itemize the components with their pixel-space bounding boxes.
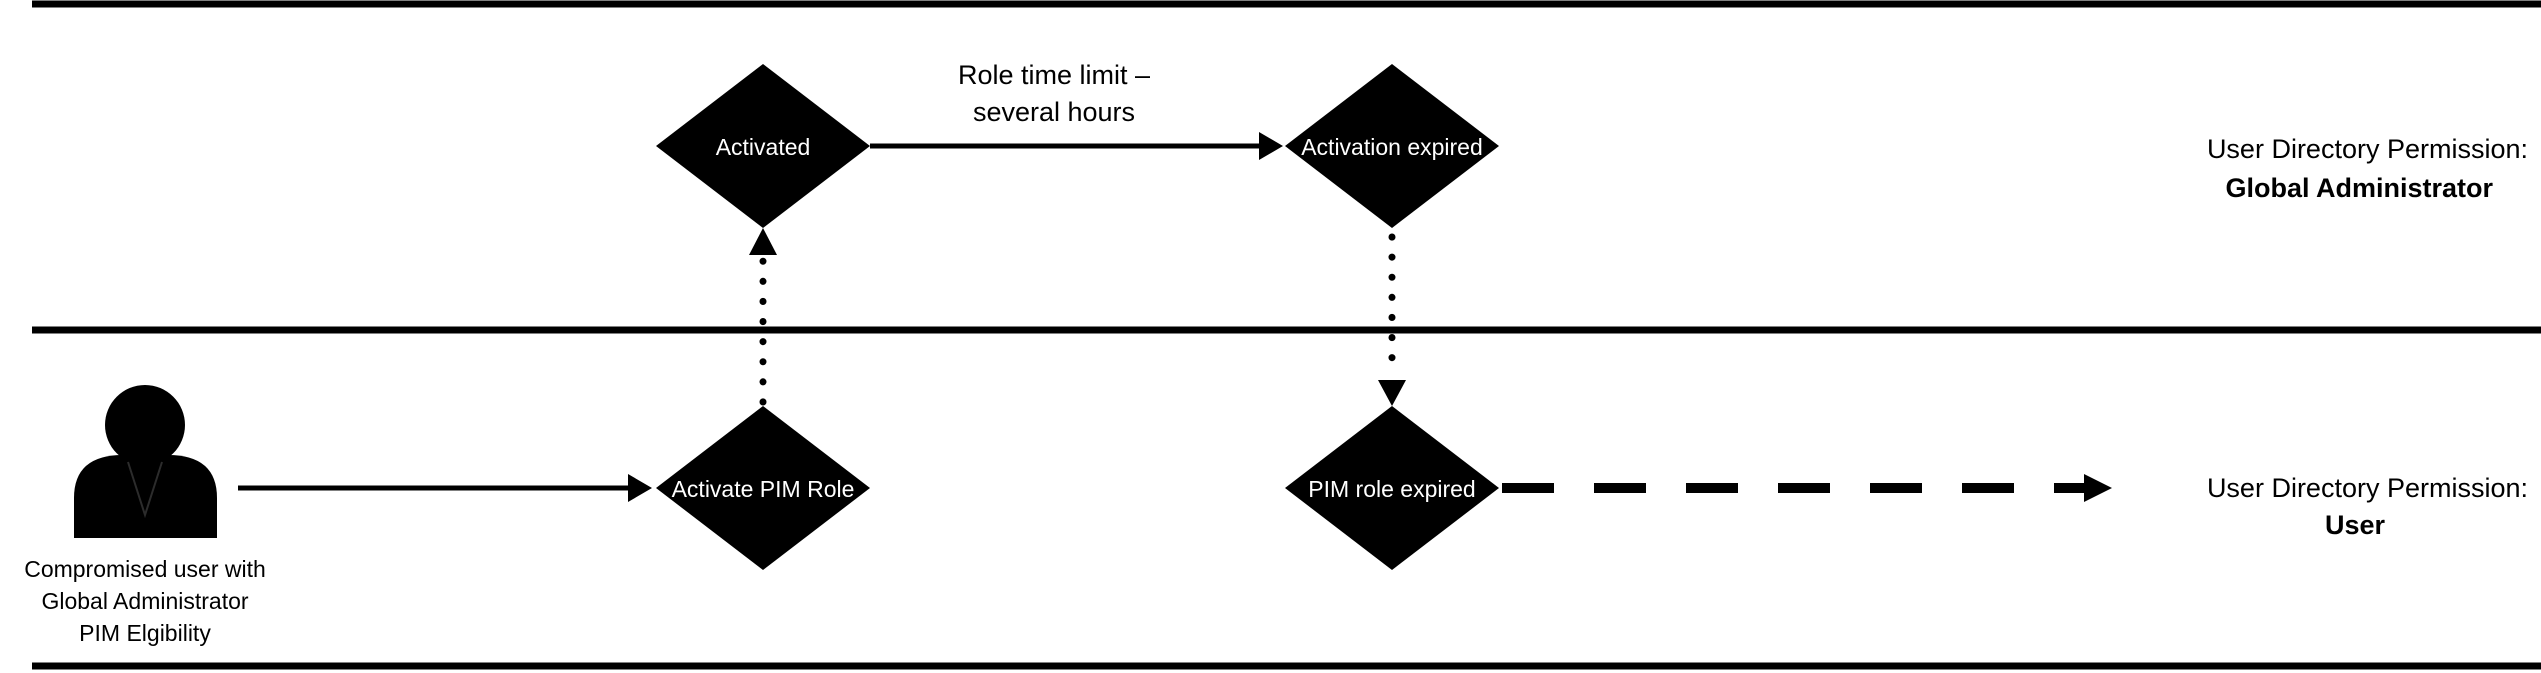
node-activated-label: Activated [716, 134, 811, 160]
bottom-lane-heading: User Directory Permission: [2207, 473, 2528, 503]
arrowhead-user-permission [2084, 474, 2112, 502]
user-caption-line2: Global Administrator [41, 588, 248, 614]
node-activate-pim-role [656, 406, 870, 570]
node-activated [656, 64, 870, 228]
bottom-lane-value: User [2325, 510, 2386, 540]
user-caption-line1: Compromised user with [24, 556, 266, 582]
node-activation-expired [1285, 64, 1499, 228]
edge-label-line2: several hours [973, 97, 1135, 127]
top-lane-heading: User Directory Permission: [2207, 134, 2528, 164]
node-activation-expired-label: Activation expired [1301, 134, 1483, 160]
arrowhead-activation-expired [1259, 132, 1283, 160]
top-lane-value: Global Administrator [2225, 173, 2493, 203]
node-pim-role-expired [1285, 406, 1499, 570]
arrowhead-pim-expired [1378, 380, 1406, 406]
user-icon [74, 385, 217, 538]
edge-label-line1: Role time limit – [958, 60, 1150, 90]
user-caption-line3: PIM Elgibility [79, 620, 211, 646]
node-pim-role-expired-label: PIM role expired [1308, 476, 1475, 502]
arrowhead-activated [749, 228, 777, 255]
arrowhead-activate [628, 474, 652, 502]
node-activate-pim-role-label: Activate PIM Role [672, 476, 855, 502]
